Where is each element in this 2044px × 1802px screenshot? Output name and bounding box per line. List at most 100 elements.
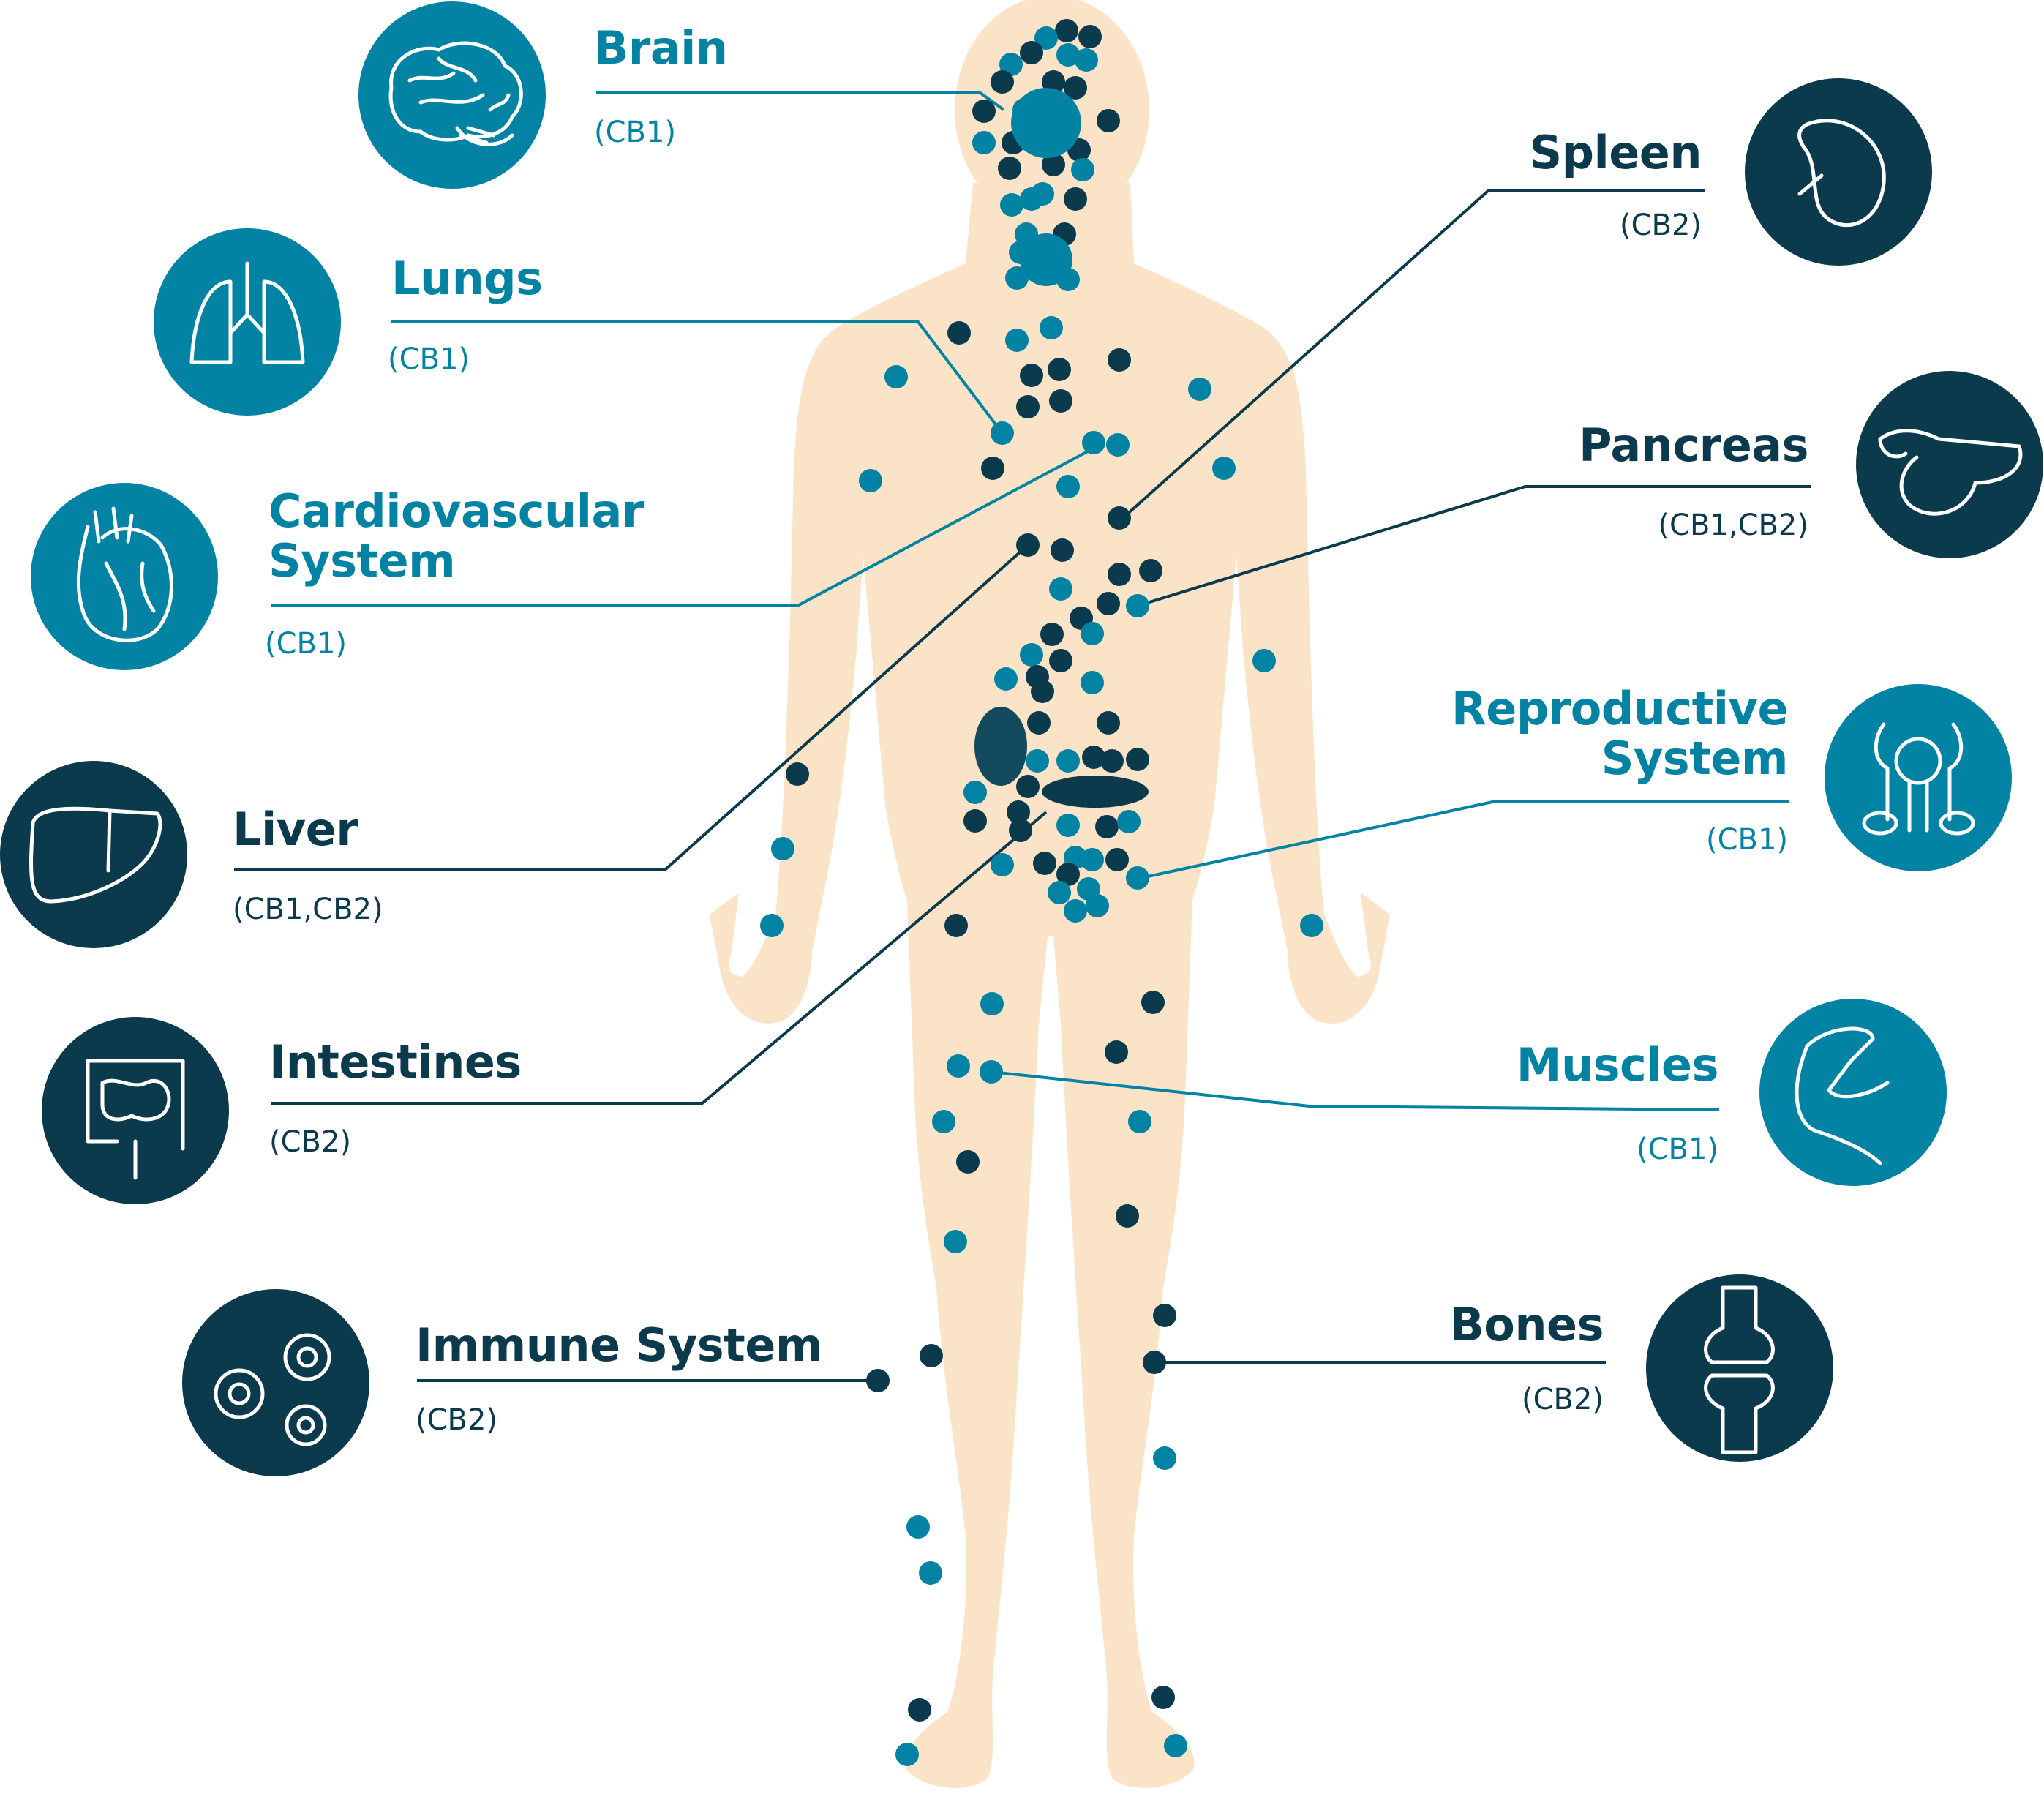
cb2-receptor-dot — [920, 1344, 943, 1367]
cb2-receptor-dot — [991, 70, 1014, 94]
cb1-receptor-dot — [771, 837, 794, 860]
cb2-receptor-dot — [1153, 1304, 1176, 1327]
cb2-receptor-dot — [963, 809, 987, 833]
cb1-receptor-dot — [1188, 378, 1211, 401]
organ-icons — [0, 1, 2043, 1476]
cardiovascular-label: Cardiovascular System — [268, 484, 644, 587]
bones-label: Bones — [1449, 1298, 1604, 1351]
spleen-receptor: (CB2) — [1619, 209, 1702, 242]
cb1-receptor-dot — [1126, 594, 1149, 617]
cb2-receptor-dot — [1105, 1040, 1128, 1064]
spleen-connector — [1121, 189, 1705, 519]
cb1-receptor-dot — [1056, 43, 1080, 67]
intestines-icon — [42, 1017, 229, 1204]
cb2-receptor-dot — [1116, 1204, 1139, 1228]
cb2-receptor-dot — [1108, 348, 1131, 372]
cb2-receptor-dot — [1108, 506, 1131, 530]
reproductive-icon — [1825, 684, 2012, 871]
cb1-receptor-dot — [1081, 848, 1104, 871]
cb1-receptor-dot — [994, 667, 1018, 691]
muscles-receptor: (CB1) — [1636, 1133, 1718, 1166]
receptor-dots — [760, 19, 1323, 1766]
liver-icon — [0, 761, 187, 948]
cb1-receptor-dot — [884, 365, 908, 388]
reproductive-label: Reproductive System — [1451, 682, 1788, 785]
cb2-receptor-dot — [1020, 364, 1043, 387]
lungs-label: Lungs — [391, 252, 543, 305]
lungs-receptor: (CB1) — [388, 342, 470, 376]
cb2-receptor-dot — [1100, 749, 1124, 773]
cb2-receptor-dot — [1031, 680, 1054, 703]
cb2-receptor-dot — [1016, 395, 1040, 418]
cb1-receptor-dot — [1081, 671, 1104, 694]
cb1-receptor-dot — [1056, 475, 1080, 498]
brain-icon — [358, 1, 546, 189]
connector-lines — [234, 91, 1811, 1382]
immune-cells-icon — [182, 1289, 369, 1476]
cb2-receptor-dot — [1082, 746, 1105, 769]
cb2-receptor-dot — [1141, 991, 1165, 1014]
cb2-receptor-dot — [944, 914, 968, 937]
cb2-receptor-dot — [1108, 563, 1131, 586]
cb1-receptor-dot — [1005, 329, 1029, 352]
cb2-receptor-dot — [956, 1150, 980, 1174]
lungs-icon — [154, 228, 341, 416]
cb1-receptor-dot — [1252, 649, 1276, 672]
cb2-receptor-dot — [1048, 358, 1071, 381]
cb1-receptor-dot — [760, 914, 784, 937]
cb2-receptor-dot — [1007, 800, 1030, 824]
muscles-connector — [991, 1070, 1720, 1111]
spleen-label: Spleen — [1529, 126, 1702, 179]
cb1-receptor-dot — [1056, 749, 1080, 773]
cb2-receptor-dot — [1016, 533, 1040, 557]
cb1-receptor-dot — [1126, 866, 1149, 890]
brain-connector — [596, 91, 1005, 111]
spleen-icon — [1745, 78, 1932, 266]
cb2-receptor-dot — [1049, 649, 1072, 672]
cb1-receptor-dot — [1020, 643, 1043, 667]
receptor-cluster — [1011, 88, 1081, 158]
pancreas-connector — [1137, 485, 1811, 607]
cb1-receptor-dot — [1128, 1110, 1151, 1133]
cb2-receptor-dot — [1151, 1686, 1175, 1709]
cb2-receptor-dot — [908, 1698, 931, 1722]
cb1-receptor-dot — [1075, 48, 1098, 72]
cb2-receptor-dot — [1097, 711, 1120, 735]
cb2-receptor-dot — [1139, 559, 1162, 582]
intestines-receptor: (CB2) — [269, 1125, 352, 1159]
cb2-receptor-dot — [1126, 748, 1149, 771]
cb1-receptor-dot — [1071, 158, 1094, 181]
cb2-receptor-dot — [1051, 538, 1074, 562]
cb1-receptor-dot — [1212, 457, 1236, 480]
intestines-label: Intestines — [269, 1035, 522, 1089]
cb1-receptor-dot — [919, 1561, 942, 1585]
cb1-receptor-dot — [980, 992, 1004, 1015]
cb2-receptor-dot — [981, 457, 1004, 480]
cb1-receptor-dot — [1081, 622, 1104, 645]
pancreas-label: Pancreas — [1579, 418, 1808, 472]
cb2-receptor-dot — [1009, 819, 1032, 842]
muscle-icon — [1759, 999, 1947, 1186]
cb1-receptor-dot — [1005, 266, 1029, 290]
reproductive-connector — [1141, 800, 1789, 879]
cb2-receptor-dot — [1027, 711, 1051, 735]
cb1-receptor-dot — [972, 131, 996, 154]
cb1-receptor-dot — [895, 1743, 919, 1766]
bone-joint-icon — [1646, 1274, 1833, 1462]
cb1-receptor-dot — [1064, 899, 1087, 923]
cb1-receptor-dot — [1082, 431, 1105, 454]
cb1-receptor-dot — [1086, 894, 1109, 917]
cb1-receptor-dot — [932, 1110, 955, 1133]
muscles-label: Muscles — [1516, 1038, 1719, 1092]
immune-label: Immune System — [416, 1318, 822, 1372]
cb1-receptor-dot — [991, 853, 1014, 876]
cb2-receptor-dot — [1016, 775, 1040, 798]
cb1-receptor-dot — [1048, 881, 1071, 904]
cb1-receptor-dot — [991, 421, 1014, 445]
cb2-receptor-dot — [1097, 109, 1120, 132]
cb1-receptor-dot — [1020, 187, 1043, 211]
cb2-receptor-dot — [1042, 153, 1065, 176]
brain-receptor: (CB1) — [594, 116, 677, 149]
cardio-connector — [271, 445, 1098, 607]
